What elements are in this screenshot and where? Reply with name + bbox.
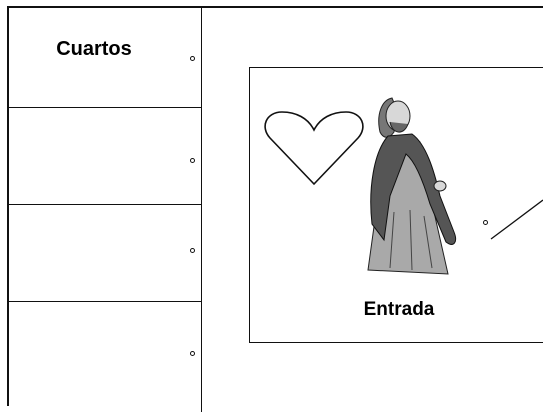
connector-dot[interactable] xyxy=(190,158,195,163)
card-title: Entrada xyxy=(363,299,435,320)
connector-dot[interactable] xyxy=(483,220,488,225)
worksheet-frame: Cuartos xyxy=(7,6,543,412)
connector-dot[interactable] xyxy=(190,56,195,61)
heart-outline-icon xyxy=(264,111,364,186)
room-cell-3 xyxy=(9,205,202,302)
picture-card: Entrada xyxy=(249,67,543,343)
room-cell-2 xyxy=(9,108,202,205)
cell-label: Cuartos xyxy=(56,38,132,60)
connector-line-icon xyxy=(490,199,543,240)
room-cell-1: Cuartos xyxy=(9,8,202,108)
connector-dot[interactable] xyxy=(190,351,195,356)
connector-dot[interactable] xyxy=(190,248,195,253)
room-cell-4 xyxy=(9,302,202,412)
robed-figure-illustration xyxy=(367,97,457,275)
